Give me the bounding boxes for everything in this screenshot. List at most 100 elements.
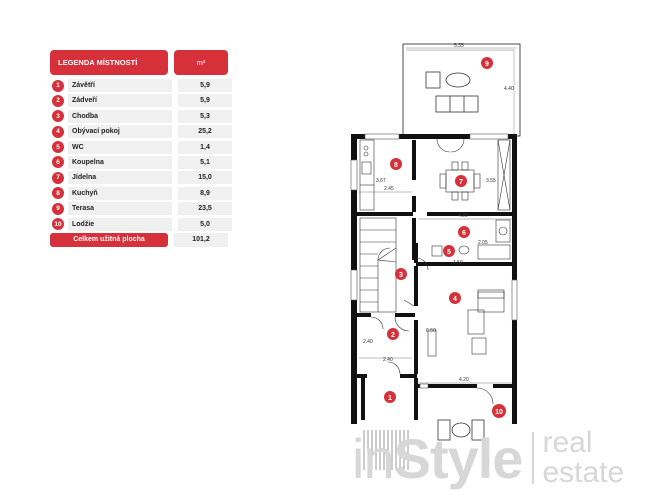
dim-wc-width: 1.50 xyxy=(453,260,463,266)
terrace xyxy=(402,43,521,137)
legend-room-number: 7 xyxy=(52,171,64,184)
legend-room-number: 8 xyxy=(52,187,64,200)
room-marker-2-label: 2 xyxy=(391,332,395,339)
dim-terrace-depth: 4.40 xyxy=(504,86,514,92)
room-marker-4 xyxy=(449,292,461,304)
legend-row: 6 Koupelna 5,1 xyxy=(50,155,232,169)
legend-room-area: 5,0 xyxy=(178,217,232,231)
legend-room-number: 1 xyxy=(52,79,64,92)
room-marker-3-label: 3 xyxy=(399,272,403,279)
dim-kitchen-width: 2.45 xyxy=(384,186,394,192)
legend-room-name: Chodba xyxy=(68,109,172,123)
logo-tagline: real estate xyxy=(542,428,624,488)
legend-header: LEGENDA MÍSTNOSTÍ m² xyxy=(50,50,228,75)
legend-room-name: Zádveří xyxy=(68,94,172,108)
room-marker-3 xyxy=(395,268,407,280)
dining-set xyxy=(439,161,481,201)
logo-in: in xyxy=(352,426,395,490)
windows xyxy=(350,133,518,389)
room-marker-6 xyxy=(458,226,470,238)
legend-room-name: Koupelna xyxy=(68,155,172,169)
logo-style: Style xyxy=(393,426,524,490)
room-marker-8-label: 8 xyxy=(394,162,398,169)
legend-room-area: 1,4 xyxy=(178,140,232,154)
legend-row: 2 Zádveří 5,9 xyxy=(50,94,232,108)
logo-estate: estate xyxy=(542,456,625,489)
legend-row: 4 Obývací pokoj 25,2 xyxy=(50,125,232,139)
legend-room-area: 5,1 xyxy=(178,155,232,169)
dim-terrace-width: 5.35 xyxy=(454,43,464,49)
legend-room-area: 23,5 xyxy=(178,202,232,216)
dim-vestibule-depth: 2.40 xyxy=(363,339,373,345)
room-marker-6-label: 6 xyxy=(462,230,466,237)
legend-room-name: Kuchyň xyxy=(68,186,172,200)
room-marker-9 xyxy=(481,57,493,69)
staircase xyxy=(359,217,397,313)
dimension-labels: 5.35 4.40 3.67 2.45 4.20 3.55 2.05 1.50 … xyxy=(363,43,514,383)
legend-room-number: 9 xyxy=(52,202,64,215)
legend-room-name: WC xyxy=(68,140,172,154)
entrance-steps xyxy=(363,430,409,470)
legend-room-number: 6 xyxy=(52,156,64,169)
doors xyxy=(370,138,494,405)
legend-room-name: Obývací pokoj xyxy=(68,125,172,139)
legend-row: 7 Jídelna 15,0 xyxy=(50,171,232,185)
instyle-logo: in Style real estate xyxy=(352,418,624,498)
loggia-furniture xyxy=(437,419,485,441)
room-marker-9-label: 9 xyxy=(485,61,489,68)
total-area: 101,2 xyxy=(174,232,228,247)
legend-room-name: Terasa xyxy=(68,202,172,216)
legend-room-number: 2 xyxy=(52,94,64,107)
dim-dining-width: 4.20 xyxy=(458,213,468,219)
legend-row: 3 Chodba 5,3 xyxy=(50,109,232,123)
room-markers: 1 2 3 4 5 6 7 8 9 10 xyxy=(384,57,506,418)
room-legend: LEGENDA MÍSTNOSTÍ m² 1 Závětří 5,9 2 Zádveří… xyxy=(50,50,232,247)
logo-real: real xyxy=(542,426,593,459)
total-label: Celkem užitná plocha xyxy=(50,232,168,247)
legend-room-area: 25,2 xyxy=(178,125,232,139)
logo-divider xyxy=(532,432,535,484)
kitchen-counter xyxy=(359,139,375,211)
room-marker-7 xyxy=(455,175,467,187)
dimension-lines xyxy=(359,49,514,384)
legend-room-area: 8,9 xyxy=(178,186,232,200)
legend-room-area: 5,9 xyxy=(178,94,232,108)
legend-room-area: 5,9 xyxy=(178,79,232,92)
room-marker-8 xyxy=(390,158,402,170)
legend-room-area: 15,0 xyxy=(178,171,232,185)
legend-unit: m² xyxy=(174,50,228,75)
room-marker-2 xyxy=(387,328,399,340)
legend-row: 10 Lodžie 5,0 xyxy=(50,217,232,231)
dim-living-depth: 6.50 xyxy=(426,328,436,334)
legend-row: 8 Kuchyň 8,9 xyxy=(50,186,232,200)
legend-room-number: 4 xyxy=(52,125,64,138)
legend-row: 1 Závětří 5,9 xyxy=(50,79,232,92)
room-marker-7-label: 7 xyxy=(459,179,463,186)
legend-room-name: Závětří xyxy=(68,79,172,92)
wardrobe xyxy=(497,139,511,211)
dim-bath-width: 2.05 xyxy=(478,240,488,246)
legend-room-name: Jídelna xyxy=(68,171,172,185)
terrace-furniture xyxy=(425,71,479,113)
legend-room-area: 5,3 xyxy=(178,109,232,123)
legend-room-name: Lodžie xyxy=(68,217,172,231)
legend-room-number: 3 xyxy=(52,110,64,123)
bathroom-fixtures xyxy=(431,219,511,260)
room-marker-10 xyxy=(492,404,506,418)
room-marker-5-label: 5 xyxy=(447,249,451,256)
room-marker-5 xyxy=(443,245,455,257)
room-marker-1 xyxy=(384,391,396,403)
room-marker-1-label: 1 xyxy=(388,395,392,402)
dim-dining-depth: 3.55 xyxy=(486,178,496,184)
room-marker-10-label: 10 xyxy=(495,409,503,416)
dim-living-width: 4.20 xyxy=(459,377,469,383)
dim-vestibule-width: 2.40 xyxy=(383,357,393,363)
legend-room-number: 10 xyxy=(52,218,64,231)
legend-total-row: Celkem užitná plocha 101,2 xyxy=(50,232,228,247)
dim-kitchen-depth: 3.67 xyxy=(376,178,386,184)
room-marker-4-label: 4 xyxy=(453,296,457,303)
legend-title: LEGENDA MÍSTNOSTÍ xyxy=(50,50,168,75)
legend-row: 9 Terasa 23,5 xyxy=(50,202,232,216)
